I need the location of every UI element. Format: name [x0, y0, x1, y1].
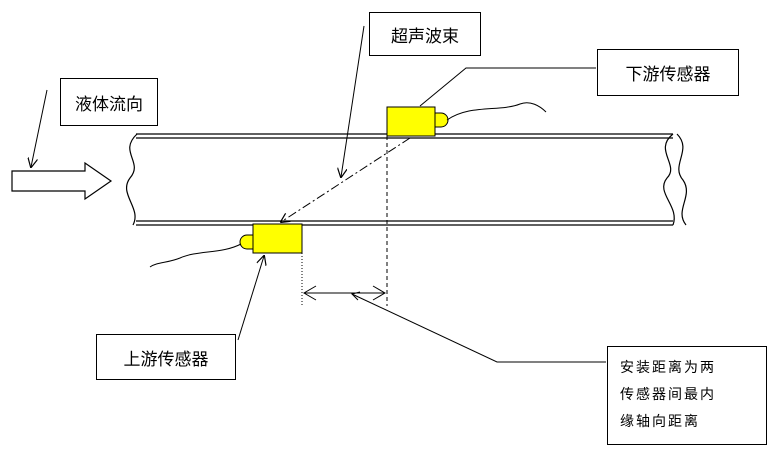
pipe-right-break-icon-outer: [676, 133, 688, 226]
distance-note-pointer-head: [351, 291, 361, 301]
upstream-sensor-label: 上游传感器: [96, 334, 236, 380]
downstream-sensor-label: 下游传感器: [597, 49, 739, 96]
downstream-sensor-text: 下游传感器: [625, 65, 711, 85]
beam-label-pointer: [341, 25, 365, 177]
pipe-left-break-icon: [125, 133, 138, 226]
distance-note-pointer: [351, 293, 606, 363]
upstream-sensor-cable: [149, 243, 242, 268]
flow-direction-text: 液体流向: [75, 94, 143, 115]
upstream-sensor-connector: [239, 234, 254, 250]
installation-distance-dimension-icon: [303, 285, 386, 301]
upstream-sensor-text: 上游传感器: [123, 349, 209, 370]
upstream-label-pointer: [237, 256, 264, 341]
flow-direction-arrow-icon: [11, 161, 113, 201]
ultrasonic-beam-text: 超声波束: [391, 26, 459, 47]
downstream-sensor-cable: [446, 102, 547, 121]
distance-note-line-3: 缘轴向距离: [620, 414, 700, 430]
ultrasonic-beam-path: [281, 137, 411, 222]
downstream-label-pointer: [419, 67, 596, 107]
installation-distance-note: 安装距离为两 传感器间最内 缘轴向距离: [607, 346, 767, 445]
upstream-sensor-body: [252, 223, 303, 254]
distance-note-line-2: 传感器间最内: [620, 387, 716, 403]
downstream-sensor-body: [386, 106, 436, 137]
downstream-sensor: [386, 102, 547, 137]
distance-note-line-1: 安装距离为两: [620, 360, 716, 376]
upstream-sensor: [149, 223, 303, 268]
downstream-sensor-connector: [434, 112, 449, 128]
pipe: [125, 133, 688, 226]
flow-direction-label: 液体流向: [60, 78, 158, 126]
ultrasonic-beam-label: 超声波束: [369, 12, 481, 56]
pipe-right-break-icon: [663, 133, 675, 226]
flow-label-pointer: [31, 89, 48, 167]
